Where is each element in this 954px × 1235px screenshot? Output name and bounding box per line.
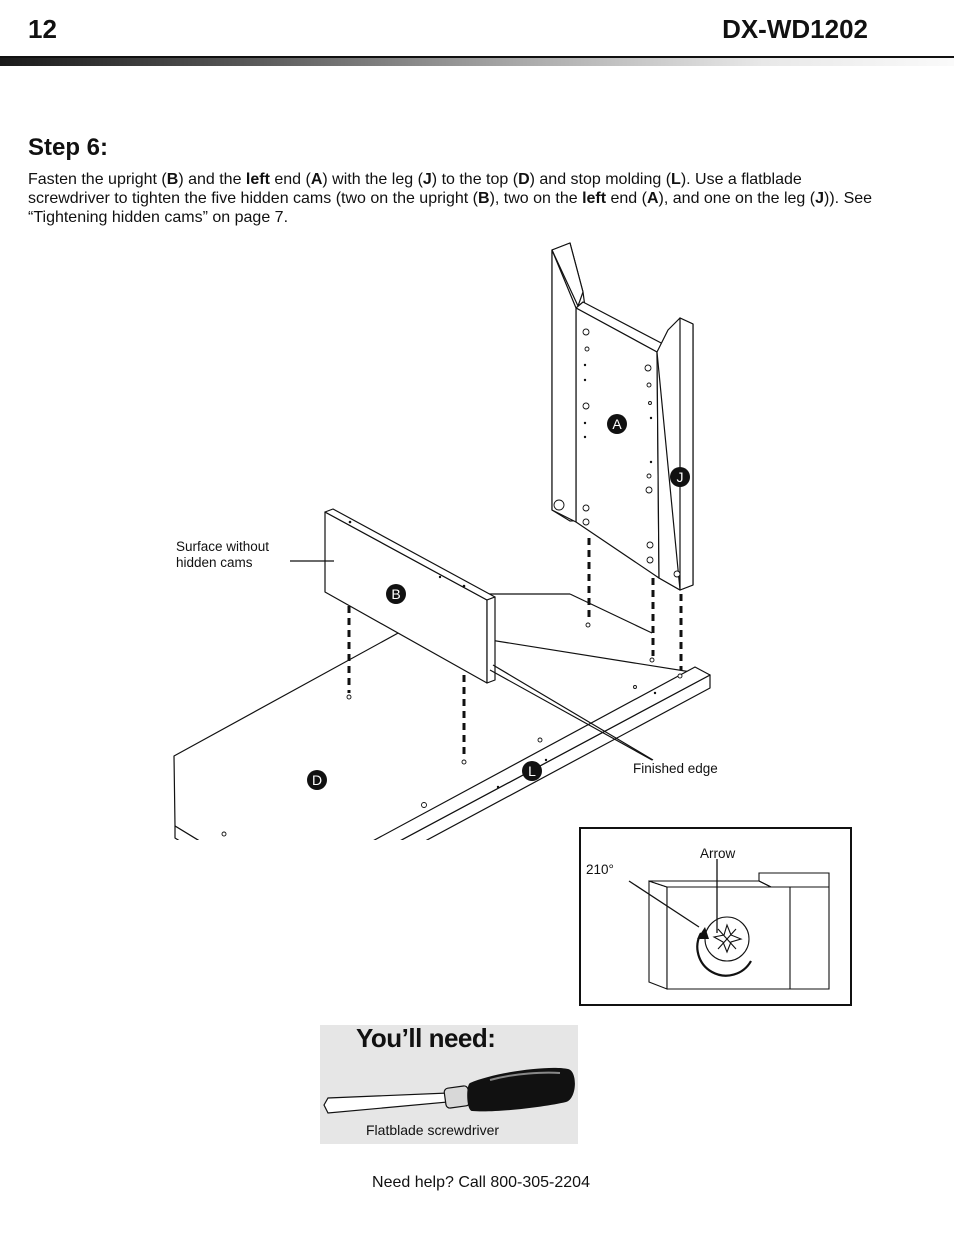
header-line [0, 56, 954, 58]
instruction-emphasis: A [310, 171, 323, 188]
footer-help: Need help? Call 800-305-2204 [372, 1174, 590, 1191]
instruction-emphasis: left [582, 190, 607, 207]
cam-detail-drawing [628, 859, 830, 990]
instruction-text: ), two on the [489, 190, 583, 207]
top-panel-d [173, 627, 711, 840]
instruction-emphasis: D [518, 171, 530, 188]
header-rule [0, 56, 954, 66]
part-badge-l: L [522, 761, 542, 781]
tool-label-screwdriver: Flatblade screwdriver [366, 1122, 500, 1138]
screwdriver-icon [323, 1067, 575, 1114]
instruction-text: ) to the top ( [431, 171, 519, 188]
instruction-text: ) and stop molding ( [529, 171, 672, 188]
instruction-text: ) with the leg ( [322, 171, 423, 188]
part-badge-b: B [386, 584, 406, 604]
instruction-text: Fasten the upright ( [28, 171, 167, 188]
instruction-text: )). See “Tightening hidden cams” on page… [28, 190, 873, 226]
upright-b [324, 508, 496, 684]
instruction-text: end ( [606, 190, 647, 207]
surface-callout-line1: Surface without [176, 539, 270, 554]
instruction-emphasis: B [166, 171, 179, 188]
part-badge-d: D [307, 770, 327, 790]
instruction-text: end ( [269, 171, 311, 188]
svg-text:L: L [528, 763, 536, 779]
instruction-text: ) and the [178, 171, 246, 188]
instruction-emphasis: J [815, 190, 825, 207]
cam-detail-inset: 210° Arrow [579, 827, 852, 1006]
arrow-label: Arrow [700, 846, 736, 861]
part-badge-a: A [607, 414, 627, 434]
svg-text:A: A [612, 416, 622, 432]
step-instructions: Fasten the upright (B) and the left end … [28, 170, 878, 227]
instruction-emphasis: J [422, 171, 432, 188]
tools-title: You’ll need: [356, 1023, 496, 1053]
svg-text:D: D [312, 772, 322, 788]
surface-callout-line2: hidden cams [176, 555, 253, 570]
svg-text:B: B [391, 586, 400, 602]
instruction-emphasis: A [646, 190, 659, 207]
tools-needed-box: You’ll need: Flatblade screwdriver [320, 1023, 578, 1144]
finished-edge-callout: Finished edge [633, 761, 718, 776]
angle-label: 210° [586, 862, 614, 877]
model-number: DX-WD1202 [722, 14, 868, 44]
svg-text:J: J [677, 469, 684, 485]
instruction-text: ). Use a flatblade screwdriver to tighte… [28, 171, 802, 207]
step-title: Step 6: [28, 134, 109, 161]
page-number: 12 [28, 14, 57, 44]
part-badge-j: J [670, 467, 690, 487]
instruction-text: ), and one on the leg ( [658, 190, 816, 207]
instruction-emphasis: L [671, 171, 681, 188]
surface-callout: Surface without hidden cams [176, 539, 269, 571]
instruction-emphasis: left [245, 171, 270, 188]
assembly-diagram: A J B D L [173, 242, 711, 840]
instruction-emphasis: B [478, 190, 490, 207]
